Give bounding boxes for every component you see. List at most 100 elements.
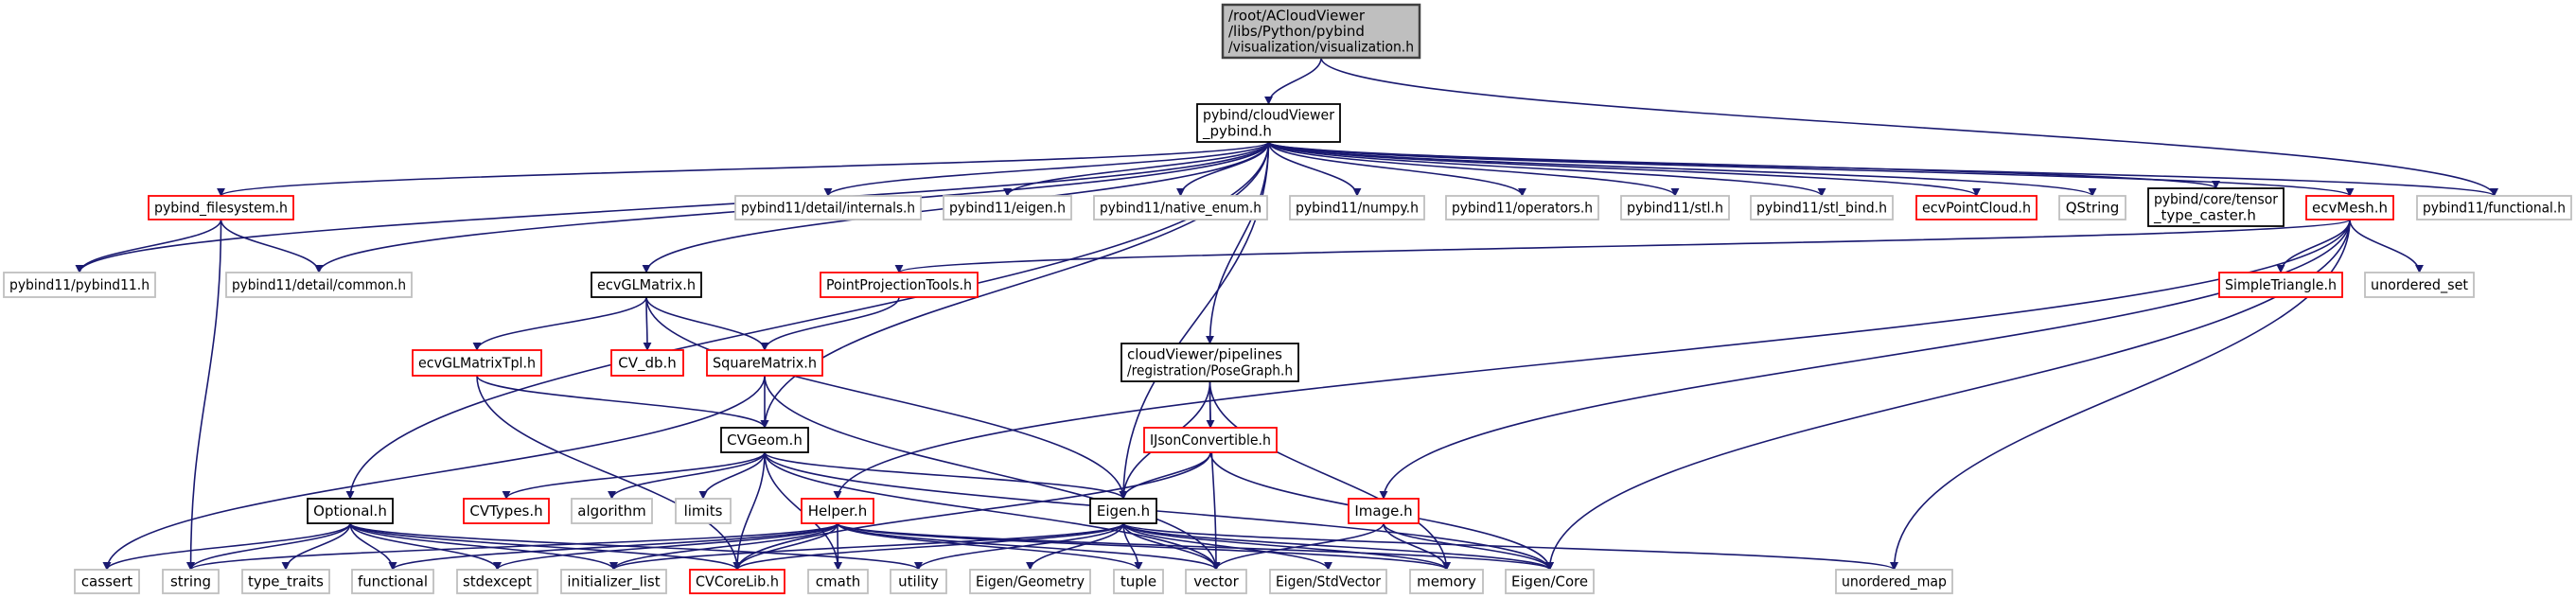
node-cv-core-lib[interactable]: CVCoreLib.h — [689, 569, 785, 594]
edge-ijson-to-cv-core-lib — [732, 451, 1211, 571]
edge-cv-pybind-to-pose-graph — [1206, 141, 1270, 344]
node-stl-bind: pybind11/stl_bind.h — [1750, 195, 1894, 220]
edge-cv-pybind-to-operators — [1267, 141, 1526, 197]
node-box — [148, 195, 294, 220]
node-tensor-caster[interactable]: pybind/core/tensor_type_caster.h — [2147, 187, 2285, 227]
edge-eigen-h-to-eigen-geometry — [1026, 522, 1124, 571]
node-label: QString — [2066, 200, 2120, 217]
node-label: memory — [1417, 573, 1476, 590]
node-label: Eigen/StdVector — [1276, 573, 1382, 590]
node-box — [1348, 498, 1420, 524]
node-box — [591, 272, 702, 298]
node-ecv-gl-matrix-tpl[interactable]: ecvGLMatrixTpl.h — [412, 349, 542, 377]
node-label: _type_caster.h — [2153, 207, 2256, 225]
edge-cv-pybind-to-pybind11 — [75, 141, 1270, 273]
node-image[interactable]: Image.h — [1348, 498, 1420, 524]
node-label: SimpleTriangle.h — [2225, 276, 2337, 293]
edge-cv-pybind-to-internals — [823, 141, 1270, 197]
node-tuple: tuple — [1113, 569, 1164, 594]
node-optional[interactable]: Optional.h — [307, 498, 394, 524]
node-limits: limits — [675, 498, 732, 524]
node-label: pybind11/detail/common.h — [232, 276, 406, 293]
node-box — [2058, 195, 2126, 220]
node-label: /visualization/visualization.h — [1228, 39, 1414, 56]
node-ecv-point-cloud[interactable]: ecvPointCloud.h — [1915, 195, 2038, 220]
edge-eigen-h-to-eigen-stdvector — [1122, 522, 1332, 571]
node-unordered-set: unordered_set — [2364, 272, 2475, 298]
node-unordered-map: unordered_map — [1835, 569, 1953, 594]
node-ecv-mesh[interactable]: ecvMesh.h — [2305, 195, 2394, 220]
edge-pybind-filesystem-to-pybind11 — [75, 219, 222, 273]
node-box — [241, 569, 330, 594]
edge-ecv-mesh-to-unordered-set — [2349, 219, 2424, 273]
node-point-projection[interactable]: PointProjectionTools.h — [820, 272, 979, 298]
edge-pybind-filesystem-to-common — [220, 219, 324, 273]
edge-pose-graph-to-vector — [1209, 380, 1221, 571]
edge-cv-geom-to-cv-types — [502, 451, 766, 500]
edge-image-to-eigen-core — [1383, 522, 1554, 571]
edge-helper-to-eigen-core — [837, 522, 1554, 571]
edge-helper-to-tuple — [837, 522, 1143, 571]
node-pybind-filesystem[interactable]: pybind_filesystem.h — [148, 195, 294, 220]
node-cv-types[interactable]: CVTypes.h — [463, 498, 550, 524]
node-box — [720, 427, 809, 453]
node-helper[interactable]: Helper.h — [801, 498, 874, 524]
node-box — [2416, 195, 2572, 220]
node-ecv-gl-matrix[interactable]: ecvGLMatrix.h — [591, 272, 702, 298]
node-eigen-h[interactable]: Eigen.h — [1089, 498, 1157, 524]
node-box — [1221, 3, 1421, 60]
node-cv-pybind[interactable]: pybind/cloudViewer_pybind.h — [1196, 103, 1341, 143]
node-label: Eigen/Core — [1511, 573, 1588, 590]
node-box — [456, 569, 538, 594]
edge-ecv-mesh-to-helper — [833, 219, 2351, 500]
node-initializer-list: initializer_list — [560, 569, 667, 594]
node-utility: utility — [890, 569, 947, 594]
node-label: pybind11/numpy.h — [1296, 200, 1419, 217]
node-label: pybind11/stl_bind.h — [1756, 200, 1887, 218]
edge-ecv-gl-matrix-to-eigen-h — [645, 296, 1128, 500]
node-ijson[interactable]: IJsonConvertible.h — [1143, 427, 1278, 453]
edge-optional-to-string — [186, 522, 351, 571]
node-cv-db[interactable]: CV_db.h — [610, 349, 684, 377]
node-label: stdexcept — [463, 573, 532, 590]
node-box — [1185, 569, 1247, 594]
node-box — [943, 195, 1072, 220]
edge-optional-to-stdexcept — [349, 522, 502, 571]
node-label: CVTypes.h — [469, 502, 542, 520]
node-box — [1089, 498, 1157, 524]
node-visualization[interactable]: /root/ACloudViewer/libs/Python/pybind/vi… — [1221, 3, 1421, 60]
edge-helper-to-stdexcept — [493, 522, 838, 571]
edge-helper-to-initializer-list — [609, 522, 838, 571]
node-label: pybind11/operators.h — [1452, 200, 1593, 217]
edge-cv-pybind-to-stl — [1267, 141, 1680, 197]
node-memory: memory — [1409, 569, 1484, 594]
node-box — [2305, 195, 2394, 220]
node-label: /libs/Python/pybind — [1228, 23, 1365, 40]
edge-cv-pybind-to-numpy — [1267, 141, 1362, 197]
node-eigen-geometry: Eigen/Geometry — [969, 569, 1091, 594]
node-square-matrix[interactable]: SquareMatrix.h — [706, 349, 823, 377]
node-label: _pybind.h — [1202, 123, 1272, 141]
edge-visualization-to-pb-functional — [1320, 57, 2498, 197]
edge-eigen-h-to-eigen-core — [1122, 522, 1554, 571]
node-type-traits: type_traits — [241, 569, 330, 594]
node-cv-geom[interactable]: CVGeom.h — [720, 427, 809, 453]
node-box — [610, 349, 684, 377]
node-box — [1835, 569, 1953, 594]
node-label: cassert — [81, 573, 132, 590]
node-vector: vector — [1185, 569, 1247, 594]
edge-helper-to-functional — [388, 522, 838, 571]
node-box — [890, 569, 947, 594]
node-functional: functional — [351, 569, 434, 594]
node-label: Image.h — [1354, 502, 1412, 520]
node-box — [560, 569, 667, 594]
node-cmath: cmath — [807, 569, 869, 594]
node-box — [1409, 569, 1484, 594]
edge-eigen-h-to-unordered-map — [1122, 522, 1898, 571]
node-pose-graph[interactable]: cloudViewer/pipelines/registration/PoseG… — [1120, 343, 1299, 382]
edge-optional-to-type-traits — [281, 522, 351, 571]
edge-eigen-h-to-cv-core-lib — [732, 522, 1124, 571]
node-label: algorithm — [577, 502, 645, 520]
node-simple-triangle[interactable]: SimpleTriangle.h — [2218, 272, 2343, 298]
edge-helper-to-string — [186, 522, 838, 571]
